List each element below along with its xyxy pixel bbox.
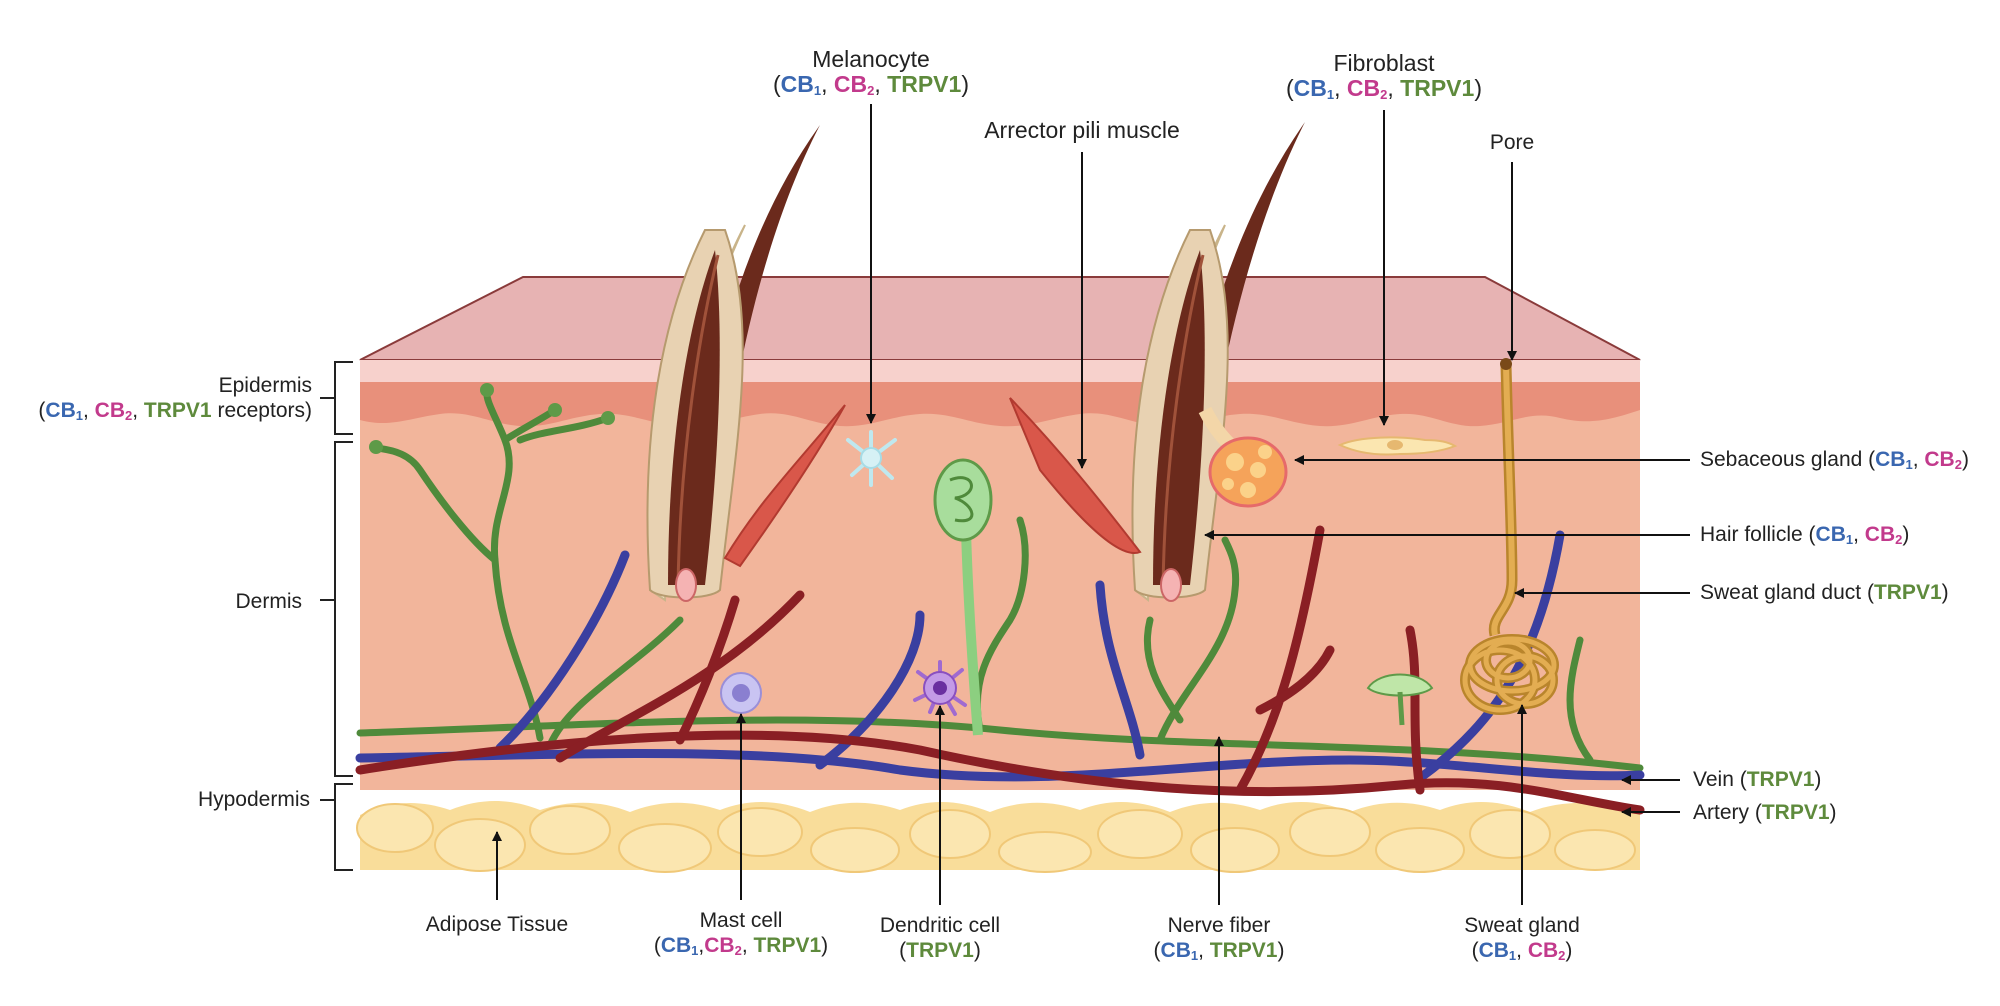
label-artery: Artery (TRPV1): [1693, 801, 1837, 824]
melanocyte-cell: [846, 430, 897, 487]
arrector-pili-muscle-right: [1009, 397, 1142, 555]
hair-left: [646, 125, 820, 602]
label-mast-cell: Mast cell (CB1,CB2, TRPV1): [653, 909, 829, 958]
label-dendritic-cell: Dendritic cell (TRPV1): [879, 914, 1001, 962]
skin-surface-top: [359, 276, 1641, 361]
label-epidermis: Epidermis (CB1, CB2, TRPV1 receptors): [38, 374, 312, 423]
dermis-layer: [360, 360, 1640, 790]
label-dermis: Dermis: [235, 590, 303, 613]
label-pore: Pore: [1489, 131, 1535, 154]
layer-brackets: [320, 361, 353, 871]
label-sweat-gland-duct: Sweat gland duct (TRPV1): [1700, 581, 1949, 604]
fat-cells: [356, 803, 1636, 873]
label-melanocyte: Melanocyte (CB1, CB2, TRPV1): [773, 46, 969, 98]
skin-block: [356, 276, 1641, 873]
nerve-endings: [369, 383, 615, 454]
sebaceous-gland: [1198, 406, 1288, 508]
hair-right: [1131, 122, 1305, 603]
sensory-corpuscle: [933, 458, 993, 736]
epidermis-top-band: [360, 360, 1640, 382]
mast-cell: [720, 672, 762, 714]
nerve-receptor-right: [1366, 673, 1434, 726]
label-sebaceous-gland: Sebaceous gland (CB1, CB2): [1700, 448, 1969, 472]
arrector-pili-muscle-left: [723, 404, 846, 568]
label-adipose-tissue: Adipose Tissue: [425, 913, 569, 936]
label-sweat-gland: Sweat gland (CB1, CB2): [1464, 914, 1580, 963]
label-vein: Vein (TRPV1): [1693, 768, 1822, 791]
label-fibroblast: Fibroblast (CB1, CB2, TRPV1): [1286, 50, 1482, 102]
artery-network: [355, 525, 1645, 815]
label-arrector-pili: Arrector pili muscle: [984, 117, 1180, 143]
pointer-arrows: [492, 104, 1690, 905]
label-hair-follicle: Hair follicle (CB1, CB2): [1700, 523, 1910, 547]
dendritic-cell: [913, 660, 967, 716]
label-nerve-fiber: Nerve fiber (CB1, TRPV1): [1153, 914, 1285, 963]
fibroblast-nucleus: [1387, 440, 1403, 450]
label-hypodermis: Hypodermis: [197, 788, 310, 811]
